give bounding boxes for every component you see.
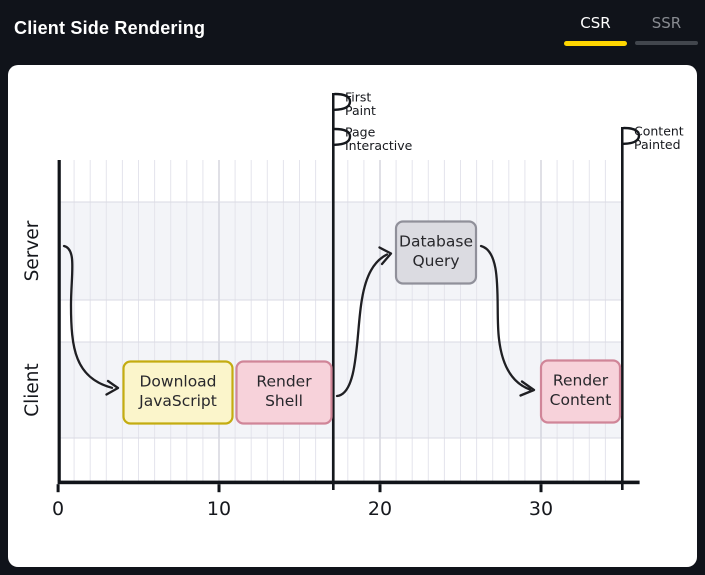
tick-label-10: 10: [207, 498, 231, 520]
milestone-label-content-painted-line1: Content: [634, 124, 684, 139]
tick-label-30: 30: [529, 498, 553, 520]
server-lane-band: [58, 202, 621, 300]
app-header: Client Side Rendering CSR SSR: [0, 0, 705, 65]
x-axis-ticks: [56, 484, 543, 493]
tick-mark: [56, 484, 60, 493]
tick-label-20: 20: [368, 498, 392, 520]
task-label-line1: Render: [553, 372, 609, 390]
task-box: [235, 360, 333, 425]
page-title: Client Side Rendering: [14, 18, 206, 38]
task-box: [122, 360, 234, 425]
lane-edge-lines: [58, 201, 621, 439]
task-label-line1: Database: [399, 233, 473, 251]
task-download-javascript: Download JavaScript: [122, 360, 234, 425]
tab-csr-underline: [564, 41, 627, 46]
arrow-database-to-content: [479, 244, 532, 391]
grid-major-lines: [218, 160, 542, 481]
tab-ssr-label: SSR: [651, 14, 682, 32]
task-database-query: Database Query: [394, 220, 478, 285]
flag-icon: [334, 92, 352, 111]
task-box: [394, 220, 478, 285]
task-label-line1: Download: [139, 373, 216, 391]
task-label-line2: Query: [412, 252, 459, 270]
flag-icon: [623, 126, 641, 145]
task-label-line2: JavaScript: [138, 392, 217, 410]
arrowhead-icon: [519, 380, 536, 397]
tick-label-0: 0: [52, 498, 64, 520]
lane-label-client: Client: [22, 363, 43, 417]
milestone-label-first-paint-line1: First: [345, 90, 371, 105]
milestone-label-page-interactive-line2: Interactive: [345, 138, 413, 153]
grid: [58, 160, 621, 481]
tab-bar: CSR SSR: [564, 14, 698, 46]
milestone-label-first-paint-line2: Paint: [345, 103, 376, 118]
flag-icon: [334, 127, 352, 146]
task-label-line1: Render: [256, 373, 312, 391]
tick-mark: [378, 484, 382, 493]
arrow-shell-to-database: [335, 253, 389, 398]
y-axis-line: [57, 160, 61, 481]
milestone-line-content-painted: [621, 127, 624, 490]
tick-mark: [217, 484, 221, 493]
milestone-line-first-paint: [332, 93, 335, 490]
task-label-line2: Content: [550, 391, 612, 409]
lane-label-server: Server: [22, 220, 43, 281]
tick-mark: [539, 484, 543, 493]
diagram-panel: 0 10 20 30 Server Client First Paint Pag…: [8, 65, 697, 567]
tab-ssr-underline: [635, 41, 698, 45]
milestone-label-content-painted-line2: Painted: [634, 137, 681, 152]
task-render-content: Render Content: [539, 359, 622, 424]
arrowhead-icon: [378, 246, 393, 266]
task-label-line2: Shell: [265, 392, 303, 410]
arrowhead-icon: [105, 379, 120, 396]
timeline-diagram: 0 10 20 30 Server Client First Paint Pag…: [22, 90, 684, 521]
x-axis-line: [57, 480, 640, 485]
tab-csr[interactable]: CSR: [564, 14, 627, 46]
arrow-start-to-download: [62, 244, 114, 389]
task-render-shell: Render Shell: [235, 360, 333, 425]
milestone-label-page-interactive-line1: Page: [345, 125, 376, 140]
grid-minor-lines: [73, 160, 606, 481]
task-box: [539, 359, 622, 424]
tab-csr-label: CSR: [580, 14, 611, 32]
tab-ssr[interactable]: SSR: [635, 14, 698, 46]
